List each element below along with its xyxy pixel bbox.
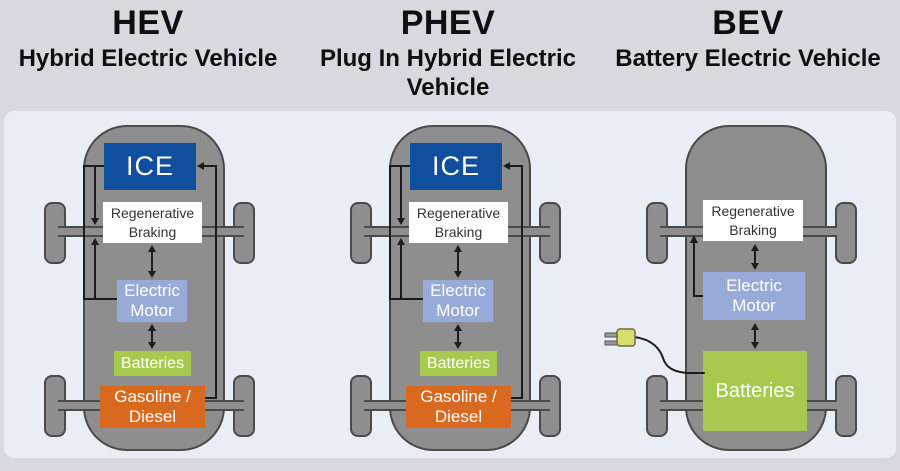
rear-axle <box>204 400 244 411</box>
regen-braking-box: Regenerative Braking <box>703 200 803 241</box>
rear-axle <box>510 400 550 411</box>
power-flow-lines <box>389 162 523 399</box>
batteries-box: Batteries <box>114 351 191 376</box>
fuel-box: Gasoline / Diesel <box>406 386 511 428</box>
fuel-box: Gasoline / Diesel <box>100 386 205 428</box>
ice-box: ICE <box>104 143 196 190</box>
phev-abbr-title: PHEV <box>400 4 496 42</box>
car-diagram-bev: Regenerative Braking Electric Motor Batt… <box>600 0 900 471</box>
rear-axle <box>58 400 101 411</box>
bev-full-name: Battery Electric Vehicle <box>615 45 881 72</box>
car-diagram-phev: ICE Regenerative Braking Electric Motor … <box>346 0 646 471</box>
header-hev: HEV Hybrid Electric Vehicle <box>0 2 318 73</box>
regen-braking-box: Regenerative Braking <box>103 202 202 243</box>
front-axle <box>506 226 550 237</box>
car-diagram-hev: ICE Regenerative Braking Electric Motor … <box>40 0 340 471</box>
rear-axle <box>364 400 407 411</box>
hev-full-name: Hybrid Electric Vehicle <box>18 45 278 72</box>
front-axle <box>803 226 837 237</box>
hev-abbr-title: HEV <box>112 4 184 42</box>
phev-full-name: Plug In Hybrid Electric Vehicle <box>319 45 577 101</box>
bev-abbr-title: BEV <box>712 4 784 42</box>
regen-braking-box: Regenerative Braking <box>409 202 508 243</box>
batteries-box: Batteries <box>420 351 497 376</box>
batteries-box: Batteries <box>703 351 807 431</box>
power-flow-lines <box>604 235 759 374</box>
header-phev: PHEV Plug In Hybrid Electric Vehicle <box>278 2 618 102</box>
front-axle <box>200 226 244 237</box>
front-axle <box>364 226 410 237</box>
front-axle <box>660 226 704 237</box>
electric-motor-box: Electric Motor <box>703 272 805 320</box>
header-bev: BEV Battery Electric Vehicle <box>578 2 900 73</box>
charging-plug-icon <box>604 328 636 347</box>
electric-motor-box: Electric Motor <box>423 280 493 322</box>
front-axle <box>58 226 104 237</box>
power-flow-lines <box>83 162 217 399</box>
charging-cable <box>633 336 705 374</box>
electric-motor-box: Electric Motor <box>117 280 187 322</box>
rear-axle <box>807 400 837 411</box>
rear-axle <box>660 400 704 411</box>
ice-box: ICE <box>410 143 502 190</box>
